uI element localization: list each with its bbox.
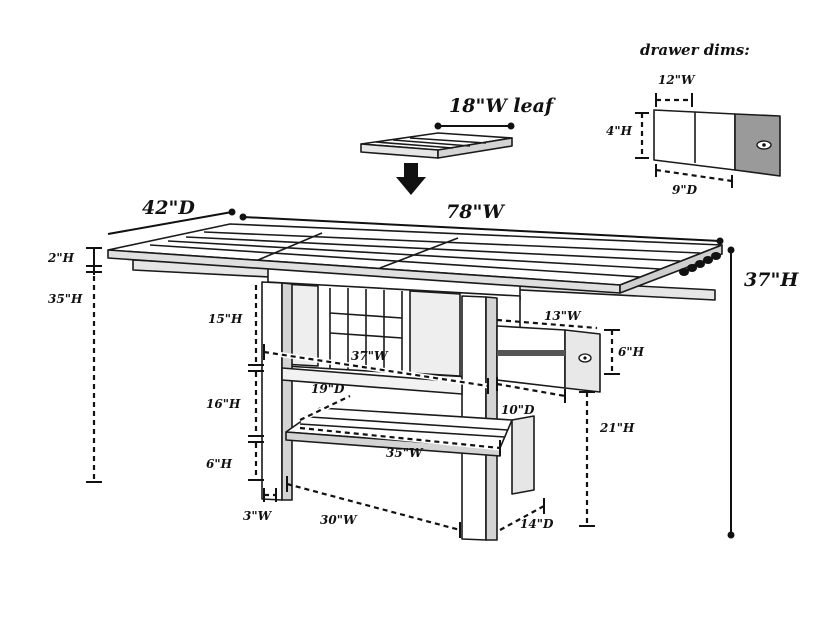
open-drawer (496, 325, 601, 393)
open-drawer-depth-label: 10"D (501, 403, 535, 417)
foot-width-dimension: 3"W (243, 488, 277, 523)
foot-width-label: 3"W (243, 509, 273, 523)
open-drawer-depth-dimension: 10"D (496, 377, 566, 417)
section-height-dimensions: 15"H 16"H 6"H (206, 285, 264, 481)
upper-section-label: 15"H (208, 312, 243, 326)
apron-width-label: 37"W (351, 349, 389, 363)
depth-dimension: 42"D (107, 197, 236, 235)
open-drawer-width-label: 13"W (544, 309, 582, 323)
lower-section-label: 6"H (206, 457, 233, 471)
shelf-depth-dimension: 19"D (298, 382, 352, 423)
table-illustration (107, 223, 723, 541)
bottle-holes (679, 252, 721, 276)
total-height-dimension: 37"H (727, 246, 799, 539)
apron-width-dimension: 37"W (263, 344, 489, 394)
top-thickness-label: 2"H (47, 251, 75, 265)
width-dimension: 78"W (239, 201, 724, 245)
leaf-label: 18"W leaf (449, 95, 556, 117)
drawer-height-dimension: 4"H (606, 112, 649, 159)
shelf-width-label: 35"W (386, 446, 424, 460)
base-width-label: 30"W (320, 513, 358, 527)
leg-height-label: 35"H (48, 292, 83, 306)
top-thickness-dimension: 2"H (47, 247, 102, 275)
drawer-width-dimension: 12"W (655, 73, 696, 107)
open-drawer-height-label: 6"H (618, 345, 645, 359)
shelf-depth-label: 19"D (311, 382, 345, 396)
shelf-clearance-label: 21"H (599, 421, 635, 435)
shelf-width-dimension: 35"W (299, 425, 501, 460)
drawer-dims-title: drawer dims: (640, 41, 750, 59)
base-depth-dimension: 14"D (499, 498, 554, 531)
drawer-depth-label: 9"D (672, 183, 698, 197)
total-height-label: 37"H (744, 269, 799, 291)
drawer-height-label: 4"H (606, 124, 633, 138)
open-drawer-height-dimension: 6"H (604, 329, 645, 375)
open-drawer-width-dimension: 13"W (496, 309, 598, 330)
table-top-slats (149, 231, 701, 278)
leaf-group: 18"W leaf (360, 95, 556, 195)
leaf-illustration (360, 132, 513, 159)
drawer-inset: drawer dims: 12"W 4"H (606, 41, 781, 197)
drawer-illustration (653, 109, 781, 177)
base-depth-label: 14"D (520, 517, 554, 531)
drawer-width-label: 12"W (658, 73, 696, 87)
middle-section-label: 16"H (206, 397, 241, 411)
depth-label: 42"D (142, 197, 195, 219)
leg-height-dimension: 35"H (48, 276, 102, 483)
wine-rack (329, 288, 403, 372)
drawer-depth-dimension: 9"D (655, 164, 733, 197)
shelf-clearance-dimension: 21"H (579, 391, 635, 527)
down-arrow-icon (396, 163, 426, 195)
base-width-dimension: 30"W (286, 476, 461, 538)
width-label: 78"W (446, 201, 505, 223)
knob-icon (756, 140, 772, 150)
knob-icon (578, 353, 592, 363)
